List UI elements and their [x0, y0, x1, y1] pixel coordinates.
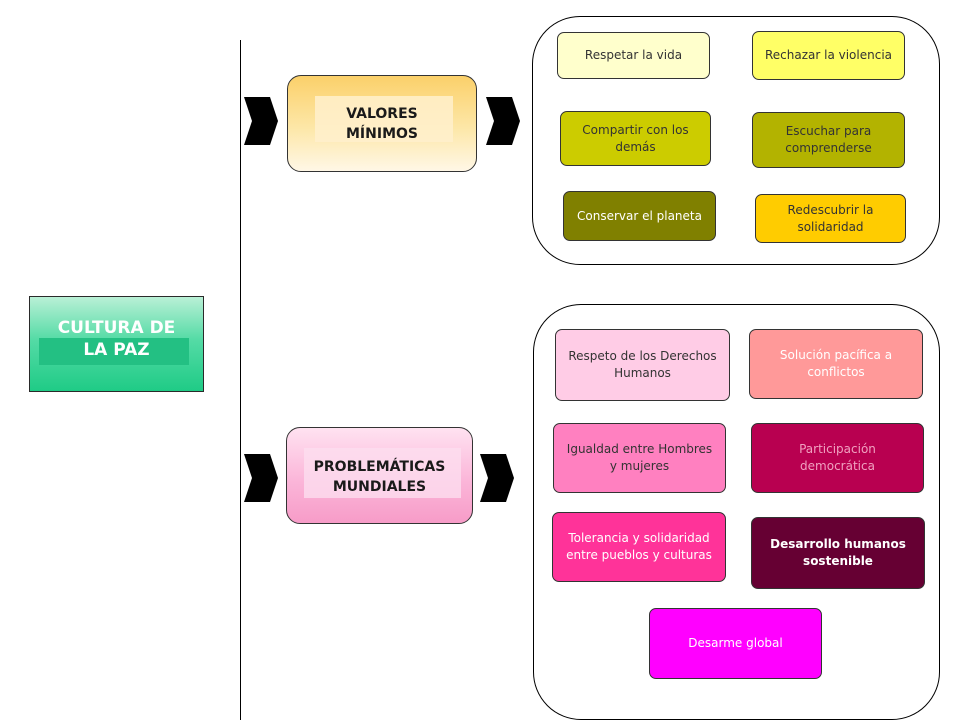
category-valores-minimos: VALORES MÍNIMOS: [287, 75, 477, 172]
category-label: VALORES MÍNIMOS: [346, 106, 418, 142]
valores-item: Escuchar para comprenderse: [752, 112, 905, 168]
valores-item: Conservar el planeta: [563, 191, 716, 241]
chevron-right-icon: [244, 97, 278, 145]
root-label: CULTURA DE LA PAZ: [57, 318, 176, 360]
root-node-cultura-de-la-paz: CULTURA DE LA PAZ: [29, 296, 204, 392]
root-label-band: [39, 338, 189, 365]
category-problematicas-mundiales: PROBLEMÁTICAS MUNDIALES: [286, 427, 473, 524]
valores-item: Rechazar la violencia: [752, 31, 905, 80]
problematicas-item: Participación democrática: [751, 423, 924, 493]
valores-item: Compartir con los demás: [560, 111, 711, 166]
chevron-right-icon: [480, 454, 514, 502]
problematicas-item: Desarrollo humanos sostenible: [751, 517, 925, 589]
problematicas-item: Igualdad entre Hombres y mujeres: [553, 423, 726, 493]
chevron-right-icon: [244, 454, 278, 502]
problematicas-item: Respeto de los Derechos Humanos: [555, 329, 730, 401]
valores-item: Respetar la vida: [557, 32, 710, 79]
category-label-band: [315, 96, 453, 142]
problematicas-item: Tolerancia y solidaridad entre pueblos y…: [552, 512, 726, 582]
vertical-connector-line: [240, 40, 241, 720]
problematicas-item: Desarme global: [649, 608, 822, 679]
category-label-band: [304, 448, 461, 498]
category-label: PROBLEMÁTICAS MUNDIALES: [313, 459, 446, 495]
valores-item: Redescubrir la solidaridad: [755, 194, 906, 243]
chevron-right-icon: [486, 97, 520, 145]
problematicas-item: Solución pacífica a conflictos: [749, 329, 923, 399]
